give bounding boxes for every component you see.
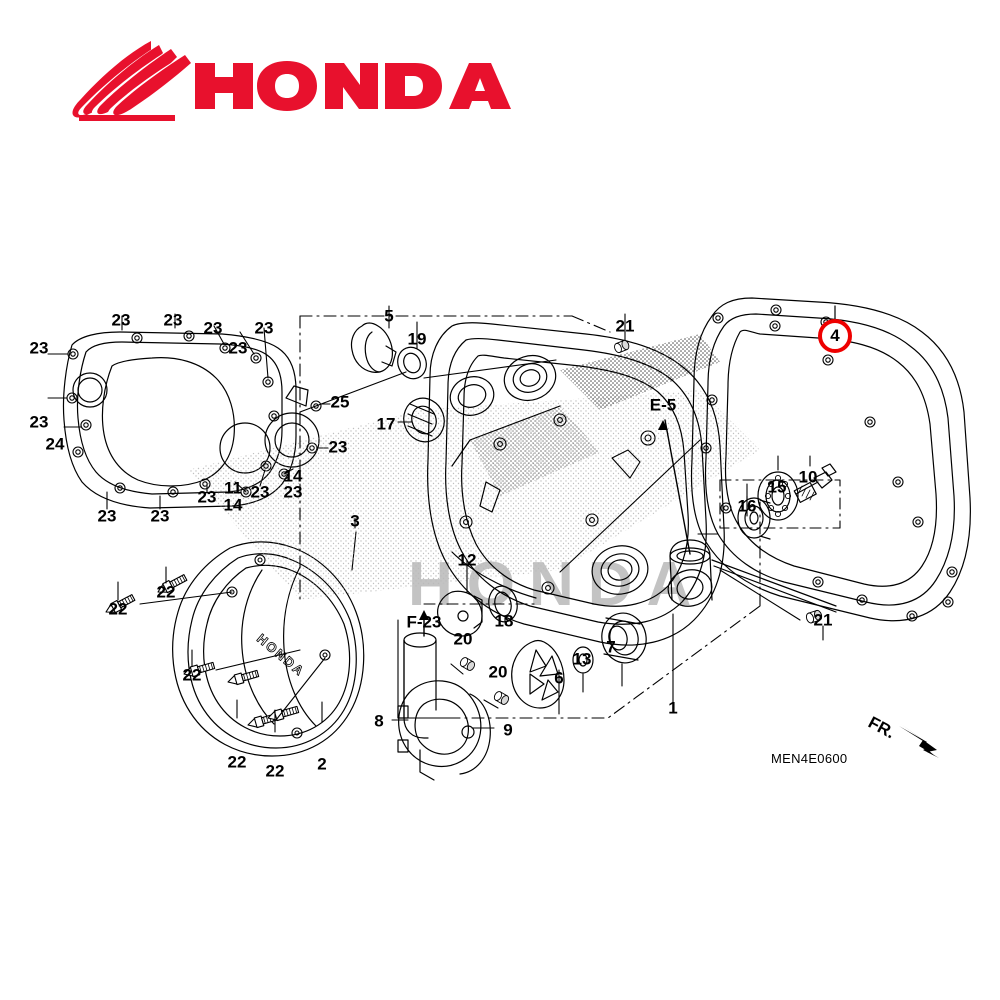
fr-arrow-icon: FR.	[865, 713, 939, 758]
callout-6[interactable]: 6	[554, 668, 564, 688]
callout-22[interactable]: 22	[182, 665, 202, 685]
callout-23[interactable]: 23	[97, 506, 117, 526]
callout-23[interactable]: 23	[163, 310, 183, 330]
callout-23[interactable]: 23	[254, 318, 274, 338]
callout-23[interactable]: 23	[328, 437, 348, 457]
callout-21[interactable]: 21	[813, 610, 833, 630]
callout-25[interactable]: 25	[330, 392, 350, 412]
svg-text:HONDA: HONDA	[408, 550, 705, 619]
fr-label: FR.	[865, 713, 898, 743]
callout-7[interactable]: 7	[606, 637, 616, 657]
callout-15[interactable]: 15	[767, 477, 787, 497]
callout-11[interactable]: 11	[224, 478, 242, 498]
callout-18[interactable]: 18	[494, 611, 514, 631]
diagram-code: MEN4E0600	[771, 751, 848, 766]
oil-filler-and-seals	[299, 305, 557, 637]
callout-23[interactable]: 23	[197, 487, 217, 507]
callout-23[interactable]: 23	[250, 482, 270, 502]
callout-22[interactable]: 22	[227, 752, 247, 772]
right-crankcase-cover: HONDA	[188, 315, 761, 719]
callout-23[interactable]: 23	[228, 338, 248, 358]
callout-10[interactable]: 10	[798, 467, 818, 487]
highlighted-callout-4[interactable]: 4	[818, 319, 852, 353]
callout-23[interactable]: 23	[29, 338, 49, 358]
callout-19[interactable]: 19	[407, 329, 427, 349]
callout-23[interactable]: 23	[111, 310, 131, 330]
callout-22[interactable]: 22	[265, 761, 285, 781]
callout-5[interactable]: 5	[384, 306, 394, 326]
callout-9[interactable]: 9	[503, 720, 513, 740]
honda-wing-logo-icon	[72, 41, 511, 121]
callout-20[interactable]: 20	[488, 662, 508, 682]
callout-23[interactable]: 23	[29, 412, 49, 432]
callout-8[interactable]: 8	[374, 711, 384, 731]
callout-24[interactable]: 24	[45, 434, 65, 454]
callout-22[interactable]: 22	[108, 599, 128, 619]
callout-23[interactable]: 23	[203, 318, 223, 338]
callout-12[interactable]: 12	[457, 550, 477, 570]
honda-logo	[55, 35, 535, 125]
callout-22[interactable]: 22	[156, 582, 176, 602]
callout-23[interactable]: 23	[283, 482, 303, 502]
callout-17[interactable]: 17	[376, 414, 396, 434]
callout-2[interactable]: 2	[317, 754, 327, 774]
section-ref-f23[interactable]: F-23	[406, 612, 442, 632]
callout-14[interactable]: 14	[283, 466, 303, 486]
callout-21[interactable]: 21	[615, 316, 635, 336]
water-pump-group	[391, 603, 647, 781]
callout-1[interactable]: 1	[668, 698, 678, 718]
callout-13[interactable]: 13	[572, 649, 592, 669]
callout-3[interactable]: 3	[350, 511, 360, 531]
callout-20[interactable]: 20	[453, 629, 473, 649]
callout-23[interactable]: 23	[150, 506, 170, 526]
callout-14[interactable]: 14	[223, 495, 243, 515]
front-direction-indicator: FR.	[865, 700, 945, 760]
reference-arrows	[419, 313, 701, 637]
section-ref-e5[interactable]: E-5	[649, 395, 677, 415]
exploded-parts-illustration: HONDA	[0, 270, 1000, 790]
right-crankcase-gasket	[690, 297, 971, 622]
diagram-svg: HONDA	[47, 297, 971, 781]
callout-16[interactable]: 16	[737, 496, 757, 516]
bearing-subassembly	[697, 455, 841, 641]
